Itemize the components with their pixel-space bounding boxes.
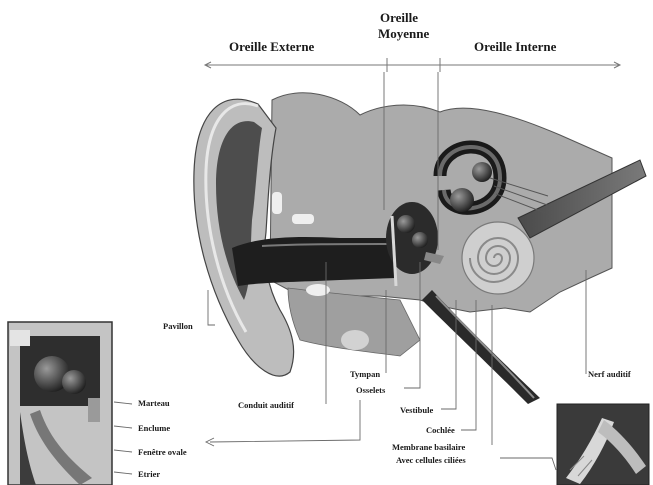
label-membrane-basilaire: Membrane basilaire [392,443,465,452]
hair-cell-inset [557,404,649,485]
label-enclume: Enclume [138,424,170,433]
label-nerf-auditif: Nerf auditif [588,370,631,379]
lower-bone-cavity [341,330,369,350]
section-label-middle-line2: Moyenne [378,27,429,40]
label-osselets: Osselets [356,386,385,395]
label-marteau: Marteau [138,399,170,408]
label-cochlee: Cochlée [426,426,455,435]
bone-cavity-1 [292,214,314,224]
section-label-middle-line1: Oreille [380,11,418,24]
label-fenetre-ovale: Fenêtre ovale [138,448,187,457]
eustachian-tube-lining [436,296,534,398]
label-tympan: Tympan [350,370,380,379]
section-label-external: Oreille Externe [229,40,314,53]
ossicle-hammer [397,215,415,233]
section-ruler [205,58,620,72]
section-label-internal: Oreille Interne [474,40,556,53]
bone-cavity-2 [272,192,282,214]
vestibule-ball-2 [450,188,474,212]
label-etrier: Etrier [138,470,160,479]
label-conduit-auditif: Conduit auditif [238,401,294,410]
label-pavillon: Pavillon [163,322,193,331]
ossicle-detail-inset [8,322,112,485]
cochlea [462,222,534,294]
label-cellules-ciliees: Avec cellules ciliées [396,456,466,465]
ossicle-anvil [412,232,428,248]
label-vestibule: Vestibule [400,406,433,415]
vestibule-ball-1 [472,162,492,182]
